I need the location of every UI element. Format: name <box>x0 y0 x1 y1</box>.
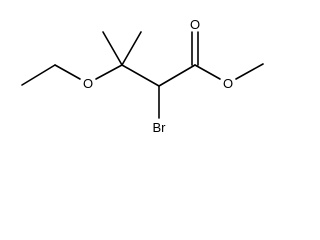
bond-ester-oxygen-methyl <box>235 63 264 80</box>
chemical-structure-diagram: O O O Br <box>21 17 264 135</box>
bond-quaternary-carbon-methyl-right <box>121 31 142 66</box>
bond-quaternary-carbon-methyl-left <box>102 31 123 66</box>
bond-carbonyl-carbon-ester-oxygen <box>194 64 221 80</box>
bond-ether-oxygen-quaternary-carbon <box>95 64 123 80</box>
ester-oxygen-label: O <box>223 76 233 91</box>
bromine-label: Br <box>153 120 167 135</box>
bond-ch2-ether-oxygen <box>54 64 81 80</box>
bond-quaternary-carbon-alpha-carbon <box>121 64 160 87</box>
bond-alpha-carbon-carbonyl-carbon <box>158 64 196 87</box>
ether-oxygen-label: O <box>83 76 93 91</box>
carbonyl-oxygen-label: O <box>190 17 200 32</box>
bond-ethyl-ch3-ch2 <box>21 64 56 86</box>
